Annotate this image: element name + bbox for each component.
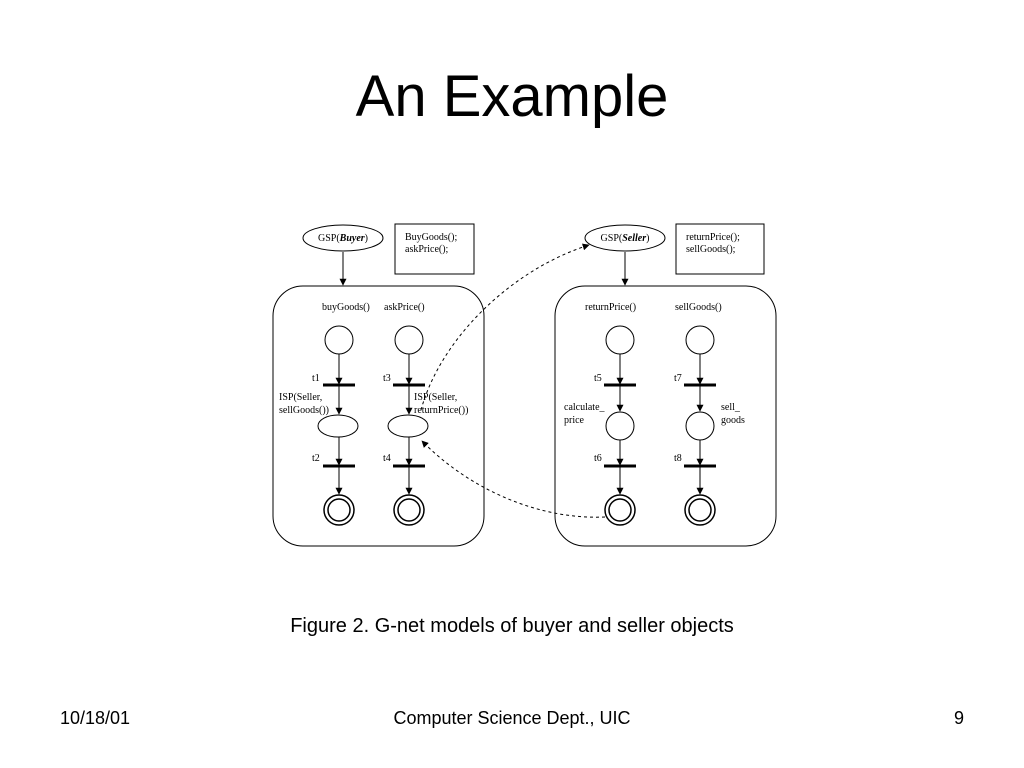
footer-department: Computer Science Dept., UIC [393,708,631,728]
buyer-isp-left-line-2: sellGoods()) [279,405,329,416]
seller-place-left-line-2: price [564,415,585,426]
buyer-methods-line-1: BuyGoods(); [405,232,457,243]
slide-title: An Example [355,64,669,129]
buyer-label-t2: t2 [312,453,320,464]
seller-methods-line-2: sellGoods(); [686,244,736,255]
seller-final-place-left-inner [608,498,632,522]
buyer-gnet: GSP(Buyer) BuyGoods(); askPrice(); buyGo… [272,223,485,547]
buyer-gsp-label: GSP(Buyer) [318,233,368,244]
buyer-method-label-buygoods: buyGoods() [322,302,370,313]
dashed-arrow-to-buyer-isp [421,440,606,518]
seller-place-left-line-1: calculate_ [564,402,606,413]
footer-page-number: 9 [953,708,964,728]
buyer-container [272,285,485,547]
seller-gnet: GSP(Seller) returnPrice(); sellGoods(); … [554,223,777,547]
buyer-isp-left-line-1: ISP(Seller, [279,392,322,403]
buyer-final-place-left-inner [327,498,351,522]
seller-place-sell-goods [685,411,715,441]
seller-place-right-line-1: sell_ [721,402,741,413]
seller-place-right-line-2: goods [721,415,745,426]
footer-date: 10/18/01 [60,708,131,728]
buyer-place-askprice [394,325,424,355]
seller-place-returnprice [605,325,635,355]
seller-label-t8: t8 [674,453,682,464]
buyer-place-buygoods [324,325,354,355]
buyer-final-place-right-inner [397,498,421,522]
buyer-methods-box [394,223,475,275]
buyer-label-t1: t1 [312,373,320,384]
buyer-method-label-askprice: askPrice() [384,302,425,313]
buyer-isp-place-right [387,414,429,438]
buyer-isp-right-line-2: returnPrice()) [414,405,468,416]
seller-final-place-right-inner [688,498,712,522]
seller-place-sellgoods [685,325,715,355]
buyer-methods-line-2: askPrice(); [405,244,449,255]
seller-gsp-label: GSP(Seller) [601,233,650,244]
seller-methods-line-1: returnPrice(); [686,232,740,243]
buyer-label-t4: t4 [383,453,391,464]
buyer-gsp-ellipse [302,224,384,252]
seller-container [554,285,777,547]
seller-method-label-sellgoods: sellGoods() [675,302,722,313]
buyer-label-t3: t3 [383,373,391,384]
seller-place-calculate-price [605,411,635,441]
buyer-isp-right-line-1: ISP(Seller, [414,392,457,403]
seller-gsp-ellipse [584,224,666,252]
seller-method-label-returnprice: returnPrice() [585,302,636,313]
seller-label-t7: t7 [674,373,682,384]
seller-label-t6: t6 [594,453,602,464]
buyer-isp-place-left [317,414,359,438]
seller-label-t5: t5 [594,373,602,384]
seller-methods-box [675,223,765,275]
figure-caption: Figure 2. G-net models of buyer and sell… [290,615,734,637]
